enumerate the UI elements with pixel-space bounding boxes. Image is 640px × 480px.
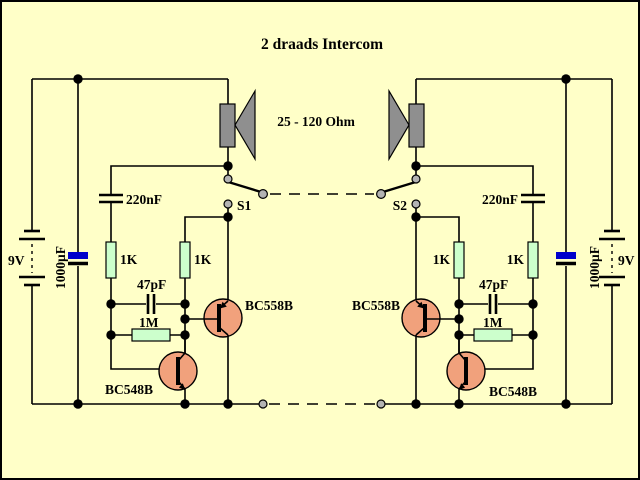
battery-right-label: 9V bbox=[618, 253, 635, 268]
resistor-1k-right-inner-label: 1K bbox=[433, 252, 451, 267]
s2-lever bbox=[382, 179, 420, 194]
feedback-res-left bbox=[131, 328, 171, 342]
resistor-1k-right-outer bbox=[527, 241, 539, 279]
schematic-title: 2 draads Intercom bbox=[261, 36, 383, 53]
speaker-impedance-label: 25 - 120 Ohm bbox=[277, 114, 355, 129]
coupling-wire-left bbox=[110, 165, 228, 242]
s2-contact-pole bbox=[411, 174, 421, 184]
left-unit: 9V 1000µF 220nF S1 bbox=[8, 78, 293, 405]
coupling-cap-right-label: 220nF bbox=[482, 192, 518, 207]
elco-left-label: 1000µF bbox=[53, 246, 68, 289]
resistor-1k-right-outer-label: 1K bbox=[507, 252, 525, 267]
elco-cap-right bbox=[556, 252, 576, 266]
s2-contact-open bbox=[411, 199, 421, 209]
feedback-res-right bbox=[473, 328, 513, 342]
speaker-right bbox=[388, 88, 425, 162]
line-wires bbox=[258, 193, 386, 409]
branch-wire-left bbox=[184, 216, 228, 242]
resistor-1k-left-outer bbox=[105, 241, 117, 279]
s1-contact-throw bbox=[258, 189, 269, 200]
feedback-cap-right bbox=[459, 294, 533, 314]
junction-dots bbox=[73, 74, 571, 409]
feedback-res-left-label: 1M bbox=[139, 315, 159, 330]
switch-s2 bbox=[376, 174, 421, 301]
transistor-pnp-right bbox=[401, 298, 459, 404]
switch-s2-label: S2 bbox=[393, 198, 408, 213]
transistor-npn-left bbox=[158, 335, 198, 404]
transistor-pnp-right-label: BC558B bbox=[352, 298, 400, 313]
resistor-1k-left-inner-label: 1K bbox=[194, 252, 212, 267]
feedback-res-right-label: 1M bbox=[483, 315, 503, 330]
switch-s1 bbox=[223, 174, 269, 301]
resistor-1k-right-inner bbox=[453, 241, 465, 279]
transistor-npn-right bbox=[446, 335, 486, 404]
s1-contact-pole bbox=[223, 174, 233, 184]
coupling-cap-left-label: 220nF bbox=[126, 192, 162, 207]
speaker-left bbox=[219, 88, 256, 162]
bottom-line-terminal-right bbox=[376, 399, 386, 409]
s1-lever bbox=[224, 179, 262, 194]
s1-contact-open bbox=[223, 199, 233, 209]
feedback-cap-right-label: 47pF bbox=[479, 277, 508, 292]
battery-left bbox=[19, 229, 45, 287]
coupling-cap-left bbox=[99, 193, 123, 204]
bottom-line-terminal-left bbox=[258, 399, 268, 409]
transistor-pnp-left-label: BC558B bbox=[245, 298, 293, 313]
elco-right-label: 1000µF bbox=[587, 246, 602, 289]
resistor-1k-left-inner bbox=[179, 241, 191, 279]
switch-s1-label: S1 bbox=[237, 198, 252, 213]
feedback-cap-left bbox=[111, 294, 185, 314]
feedback-cap-left-label: 47pF bbox=[137, 277, 166, 292]
resistor-1k-left-outer-label: 1K bbox=[120, 252, 138, 267]
right-unit: 9V 1000µF 220nF S2 bbox=[352, 78, 635, 405]
elco-cap-left bbox=[68, 252, 88, 266]
battery-right bbox=[599, 229, 625, 287]
coupling-cap-right bbox=[521, 193, 545, 204]
branch-wire-right bbox=[416, 216, 460, 242]
battery-left-label: 9V bbox=[8, 253, 25, 268]
transistor-npn-right-label: BC548B bbox=[489, 384, 537, 399]
transistor-npn-left-label: BC548B bbox=[105, 382, 153, 397]
transistor-pnp-left bbox=[185, 298, 243, 404]
coupling-wire-right bbox=[416, 165, 534, 242]
s2-contact-throw bbox=[376, 189, 387, 200]
